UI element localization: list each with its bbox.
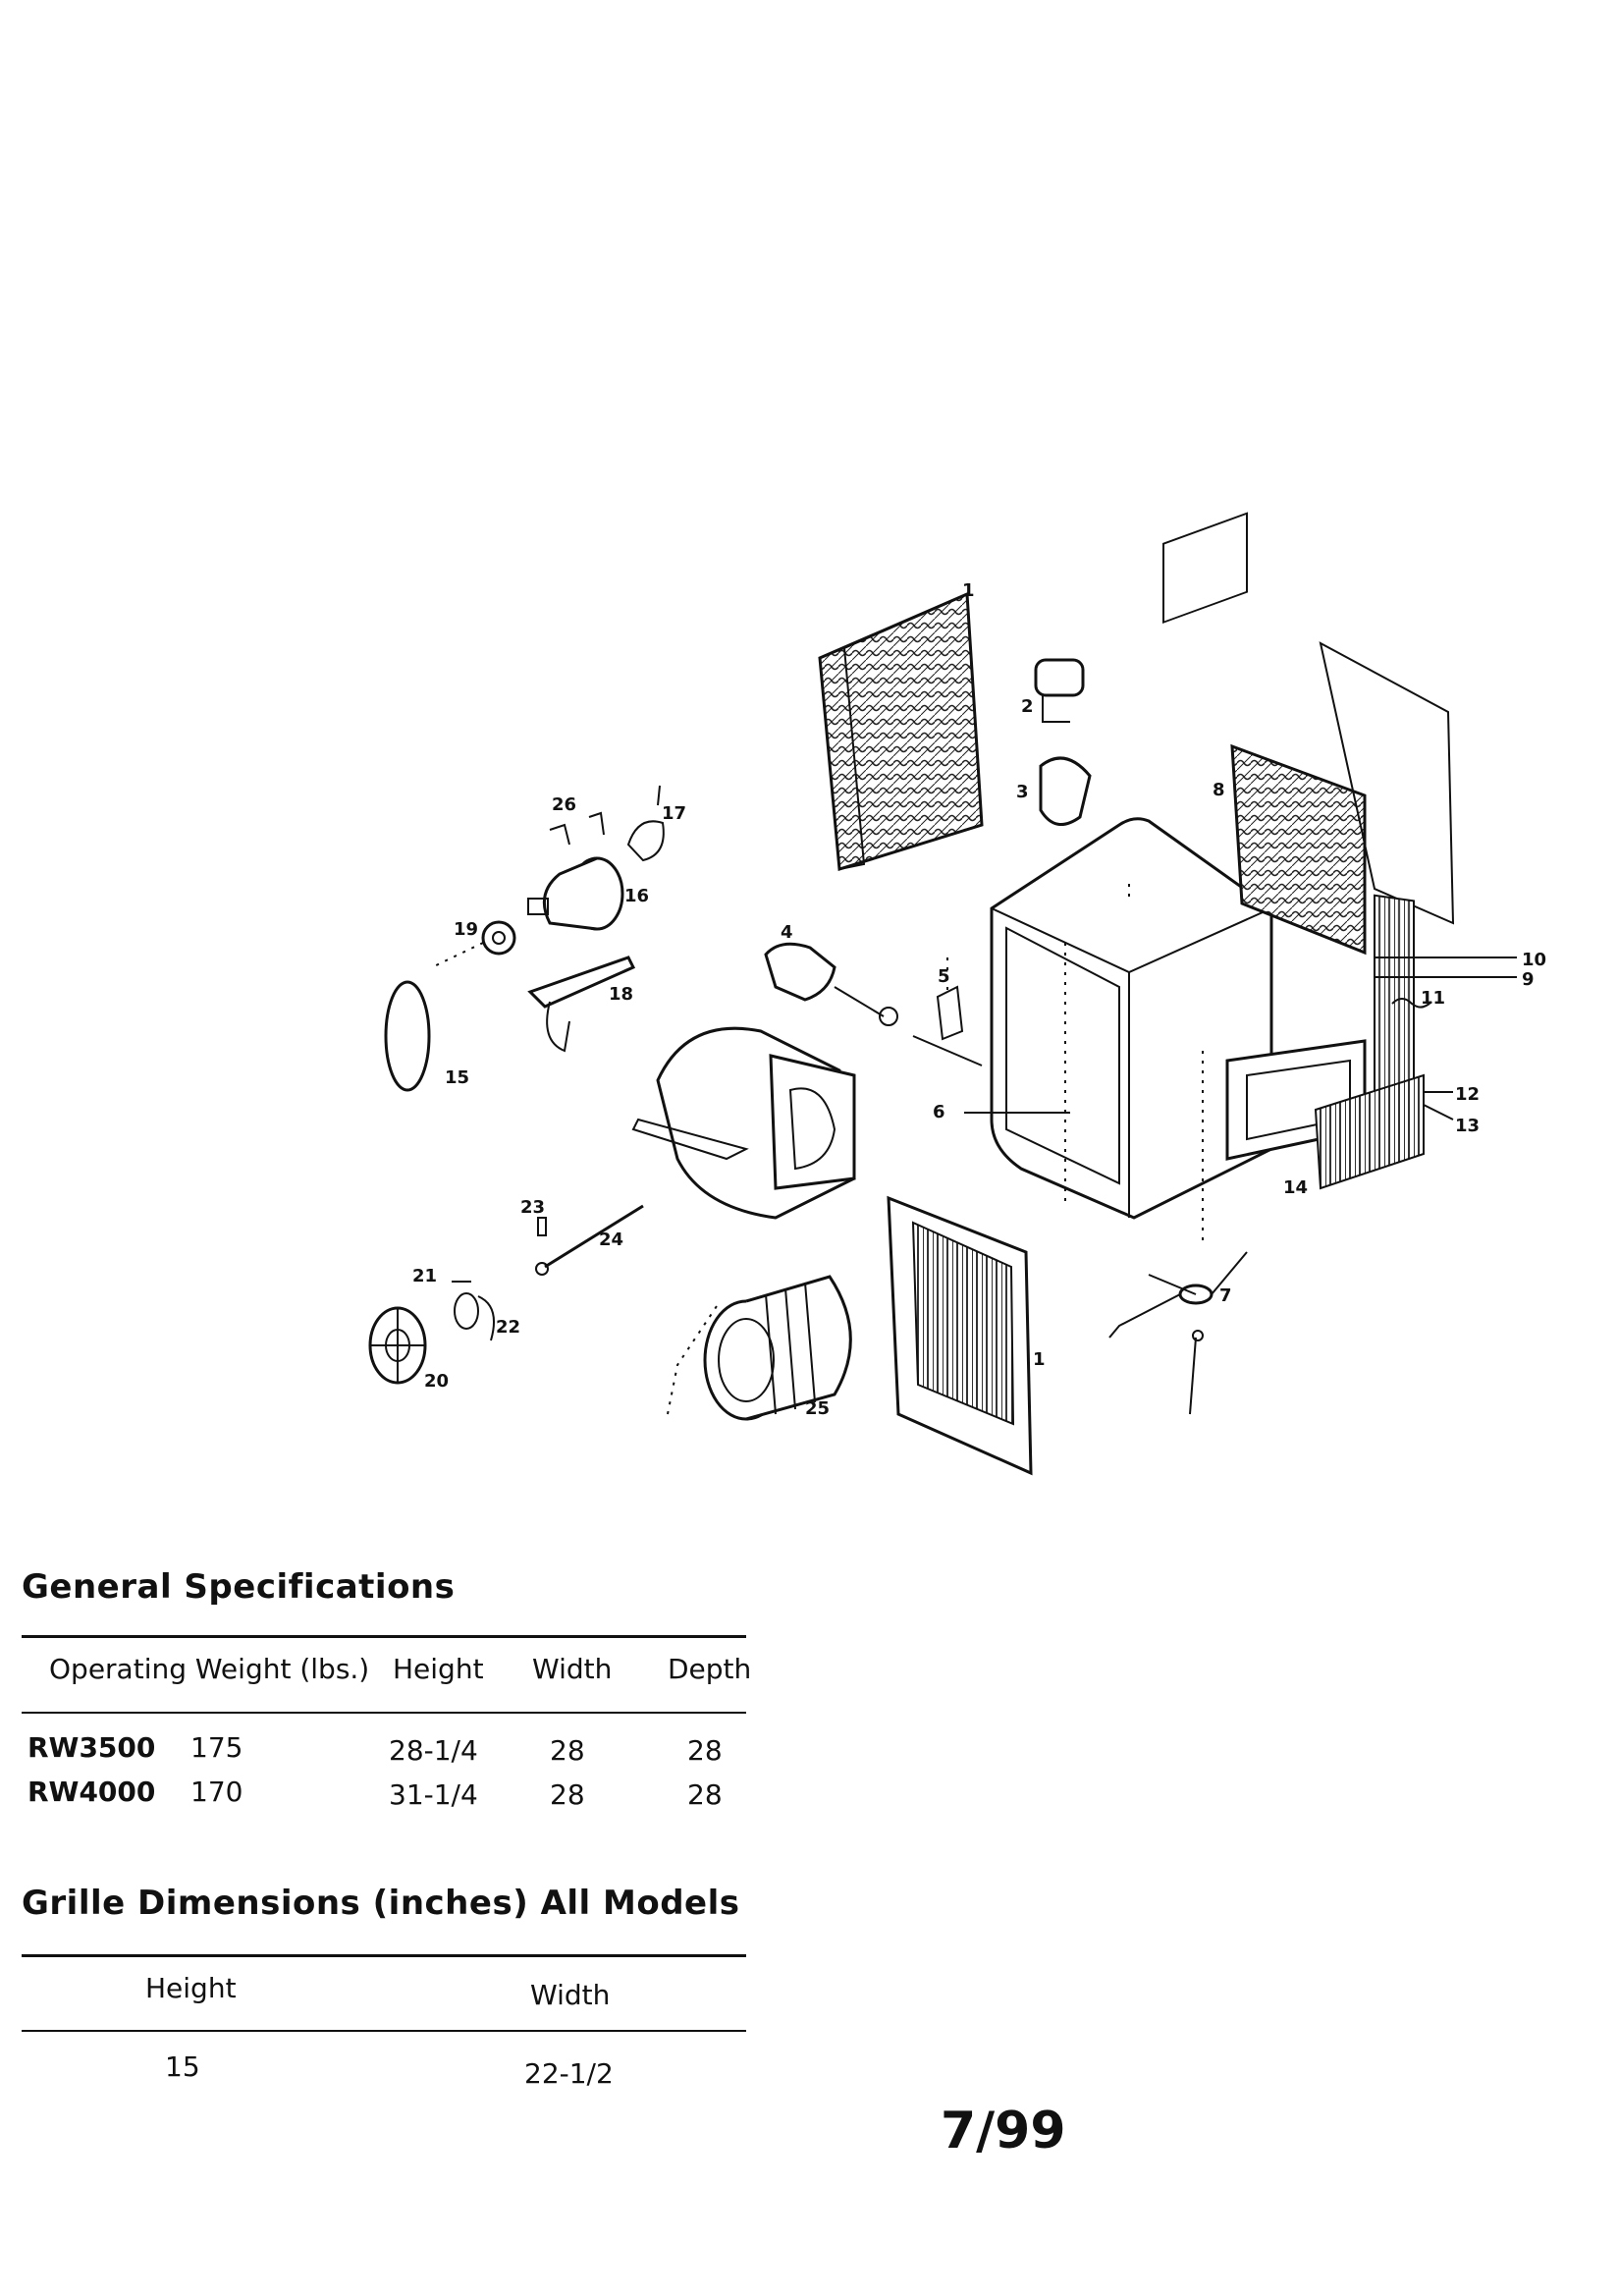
bearing (537, 1217, 547, 1236)
callout-23: 23 (520, 1197, 545, 1218)
grille (1314, 1073, 1425, 1190)
callout-17: 17 (662, 803, 686, 824)
general-specs-header-rule (22, 1712, 746, 1714)
callout-1-top: 1 (962, 580, 975, 601)
callout-25: 25 (805, 1398, 830, 1419)
callout-9: 9 (1522, 969, 1535, 990)
general-specs-title: General Specifications (22, 1567, 456, 1607)
row-rw4000-height: 31-1/4 (389, 1778, 478, 1811)
row-rw4000-width: 28 (550, 1778, 585, 1811)
grille-header-width: Width (530, 1979, 611, 2011)
callout-1-bottom: 1 (1033, 1349, 1046, 1370)
callout-12: 12 (1455, 1084, 1480, 1105)
grille-value-height: 15 (165, 2050, 200, 2083)
header-depth: Depth (668, 1653, 752, 1685)
callout-3: 3 (1016, 782, 1029, 802)
clip (1391, 998, 1432, 1009)
callout-6: 6 (933, 1102, 945, 1122)
leader-13 (1423, 1104, 1454, 1121)
float-valve (1034, 658, 1085, 723)
callout-15: 15 (445, 1067, 469, 1088)
general-specs-top-rule (22, 1635, 746, 1638)
callout-7: 7 (1219, 1285, 1232, 1306)
grille-header-rule (22, 2030, 746, 2032)
clips (549, 811, 605, 846)
leader-19 (431, 942, 484, 968)
inlet-cap (1039, 756, 1092, 826)
belt (384, 980, 431, 1092)
grille-top-rule (22, 1954, 746, 1957)
header-operating-weight: Operating Weight (lbs.) (49, 1653, 370, 1685)
header-height: Height (393, 1653, 484, 1685)
motor-bracket (626, 785, 665, 862)
row-rw3500-height: 28-1/4 (389, 1734, 478, 1767)
motor-mount (527, 956, 636, 1053)
grille-dimensions-title: Grille Dimensions (inches) All Models (22, 1884, 740, 1923)
pump-bracket (936, 957, 964, 1041)
callout-20: 20 (424, 1371, 449, 1392)
row-rw4000-model: RW4000 (27, 1776, 156, 1808)
media-pad-frame-left (818, 591, 984, 871)
callout-labels: 1 2 3 4 5 6 7 8 9 10 11 12 13 14 15 16 1… (412, 580, 1546, 1419)
callout-22: 22 (496, 1317, 520, 1338)
callout-10: 10 (1522, 950, 1546, 970)
exploded-parts-diagram: 1 2 3 4 5 6 7 8 9 10 11 12 13 14 15 16 1… (368, 512, 1546, 1476)
blower-shaft (535, 1204, 644, 1276)
callout-26: 26 (552, 794, 576, 815)
blower-pulley (368, 1306, 427, 1385)
media-pad-frame-right (1230, 641, 1455, 1099)
header-width: Width (532, 1653, 613, 1685)
grille-value-width: 22-1/2 (524, 2057, 614, 2090)
blower-housing (631, 1026, 856, 1220)
bearing-housing (454, 1292, 495, 1341)
row-rw3500-depth: 28 (687, 1734, 723, 1767)
callout-11: 11 (1421, 988, 1445, 1009)
side-panel-lower (887, 1195, 1033, 1476)
motor (527, 856, 624, 931)
callout-16: 16 (624, 886, 649, 906)
callout-4: 4 (781, 922, 793, 943)
callout-14: 14 (1283, 1177, 1308, 1198)
leader-blower (667, 1305, 718, 1415)
water-distributor (1108, 1251, 1248, 1415)
leader-pump (912, 1035, 983, 1066)
date-code: 7/99 (941, 2102, 1066, 2160)
callout-13: 13 (1455, 1116, 1480, 1136)
callout-21: 21 (412, 1266, 437, 1286)
motor-pulley (481, 920, 516, 956)
callout-5: 5 (938, 966, 950, 987)
row-rw4000-depth: 28 (687, 1778, 723, 1811)
grille-header-height: Height (145, 1972, 237, 2004)
row-rw3500-width: 28 (550, 1734, 585, 1767)
blower-wheel (703, 1275, 852, 1421)
callout-18: 18 (609, 984, 633, 1005)
row-rw4000-weight: 170 (190, 1776, 243, 1808)
callout-19: 19 (454, 919, 478, 940)
callout-2: 2 (1021, 696, 1034, 717)
pump (764, 942, 898, 1026)
row-rw3500-model: RW3500 (27, 1731, 156, 1764)
row-rw3500-weight: 175 (190, 1731, 243, 1764)
callout-24: 24 (599, 1230, 623, 1250)
callout-8: 8 (1213, 780, 1225, 800)
